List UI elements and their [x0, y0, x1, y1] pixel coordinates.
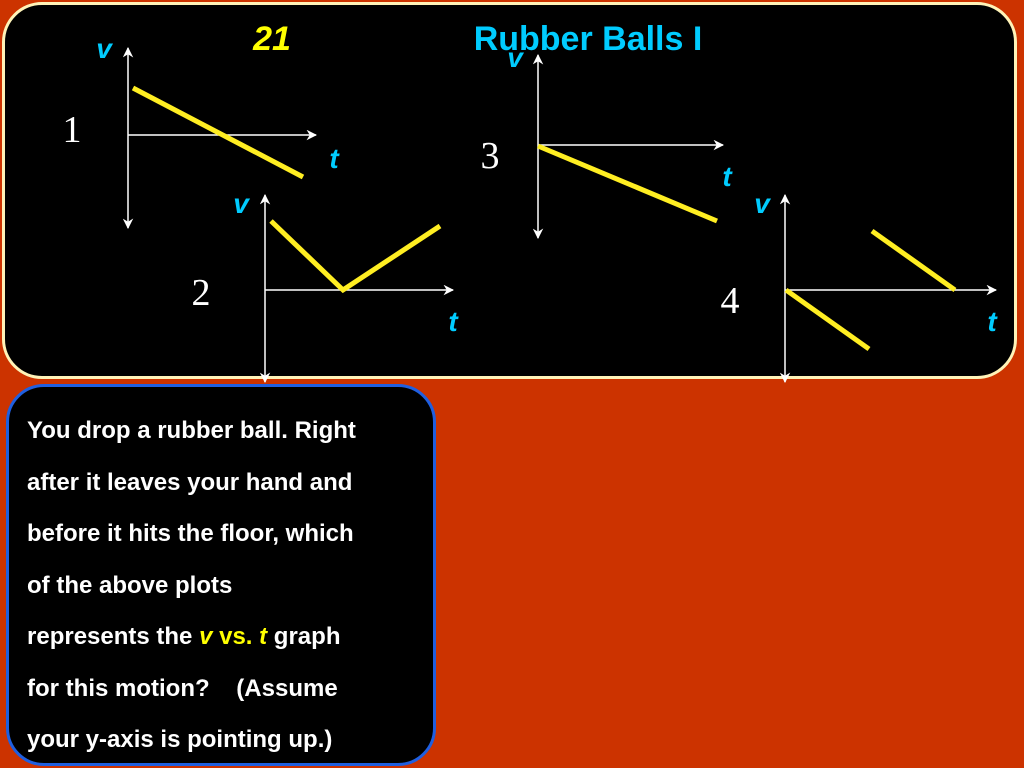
graphs-panel	[2, 2, 1017, 379]
question-t-symbol: t	[259, 623, 268, 650]
slide-title: Rubber Balls I	[474, 20, 703, 58]
plot-2-v-label: v	[233, 188, 250, 219]
question-line-1: You drop a rubber ball. Right	[27, 417, 356, 444]
question-line-4: of the above plots	[27, 571, 233, 599]
question-line-7: your y-axis is pointing up.)	[27, 726, 333, 753]
plot-2-number: 2	[192, 272, 211, 314]
plot-4[interactable]: v t 4	[721, 188, 999, 384]
plot-4-line-upper	[870, 228, 957, 293]
plot-1[interactable]: v t 1	[63, 33, 341, 230]
plot-3-t-label: t	[722, 161, 733, 192]
question-vs-text: vs.	[212, 623, 260, 650]
question-line-3: before it hits the floor, which	[27, 520, 354, 547]
plot-2-t-label: t	[448, 306, 459, 337]
plot-1-line	[131, 85, 305, 180]
question-text: You drop a rubber ball. Right after it l…	[27, 405, 427, 766]
plot-2[interactable]: v t 2	[192, 188, 460, 384]
plot-4-number: 4	[721, 280, 740, 322]
plot-4-v-label: v	[754, 188, 771, 219]
question-line-5-start: represents the	[27, 623, 200, 650]
question-line-2: after it leaves your hand and	[27, 468, 353, 496]
plot-1-number: 1	[63, 109, 82, 151]
question-panel: You drop a rubber ball. Right after it l…	[6, 384, 436, 766]
plot-3-v-label: v	[507, 42, 524, 73]
plot-1-t-label: t	[329, 143, 340, 174]
plot-3[interactable]: v t 3	[481, 42, 734, 240]
slide-number: 21	[252, 20, 291, 58]
question-line-5-end: graph	[267, 623, 341, 650]
question-line-5: represents the v vs. t graph	[27, 611, 427, 663]
plot-2-line	[269, 219, 442, 294]
question-line-6: for this motion? (Assume	[27, 674, 338, 702]
plot-4-t-label: t	[987, 306, 998, 337]
plot-3-number: 3	[481, 135, 500, 177]
plot-4-line-lower	[784, 287, 871, 352]
plot-1-v-label: v	[96, 33, 113, 64]
plot-3-line	[537, 143, 718, 224]
question-v-symbol: v	[199, 623, 213, 650]
